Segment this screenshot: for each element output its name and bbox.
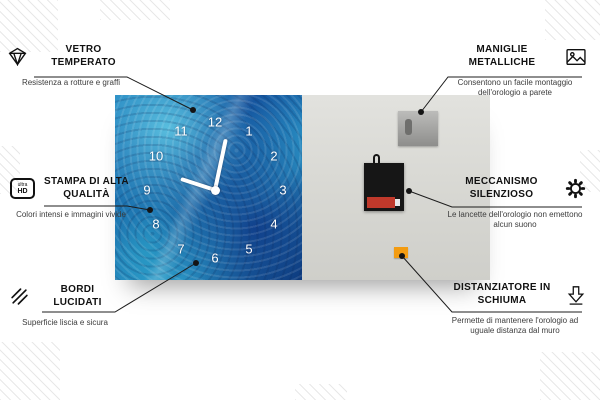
callout-title: MECCANISMO SILENZIOSO — [465, 176, 538, 200]
hanger-slot — [405, 119, 412, 135]
clock-number: 9 — [143, 182, 151, 198]
callout-metal-handles: MANIGLIE METALLICHE Consentono un facile… — [444, 44, 586, 99]
corner-stripes — [0, 342, 60, 400]
clock-number: 1 — [245, 123, 253, 139]
corner-stripes — [0, 146, 20, 194]
clock-number: 2 — [270, 148, 278, 164]
callout-title: BORDI LUCIDATI — [53, 284, 102, 308]
corner-stripes — [540, 352, 600, 400]
callout-description: Consentono un facile montaggio dell'orol… — [457, 78, 573, 98]
battery — [367, 197, 395, 208]
arrow-down-icon — [566, 285, 586, 305]
callout-silent-mechanism: MECCANISMO SILENZIOSO — [444, 176, 586, 231]
corner-stripes — [0, 0, 58, 52]
callout-foam-spacer: DISTANZIATORE IN SCHIUMA Permette di man… — [444, 282, 586, 337]
clock-number: 8 — [152, 216, 160, 232]
callout-description: Permette di mantenere l'orologio ad ugua… — [451, 316, 579, 336]
clock-number: 12 — [207, 114, 223, 130]
corner-stripes — [580, 150, 600, 192]
clock-number: 4 — [270, 216, 278, 232]
callout-print-quality: ultra HD STAMPA DI ALTA QUALITÀ Colori i… — [10, 176, 132, 220]
clock-back-panel — [302, 95, 490, 280]
clock-number: 10 — [148, 148, 164, 164]
corner-stripes — [295, 384, 347, 400]
hd-label: HD — [17, 187, 28, 195]
clock-front-face: 12 1 2 3 4 5 6 7 8 9 10 11 — [115, 95, 302, 280]
callout-description: Resistenza a rotture e graffi — [21, 78, 121, 87]
callout-tempered-glass: VETRO TEMPERATO Resistenza a rotture e g… — [8, 44, 134, 88]
clock-mechanism — [364, 154, 404, 211]
clock-number: 11 — [174, 123, 188, 139]
clock-number: 6 — [211, 250, 219, 266]
picture-frame-icon — [566, 48, 586, 66]
polished-edge-icon — [10, 287, 29, 306]
product-wall-clock: 12 1 2 3 4 5 6 7 8 9 10 11 — [115, 95, 490, 280]
minute-hand — [213, 138, 228, 191]
diamond-icon — [8, 47, 27, 66]
gear-icon — [565, 178, 586, 199]
foam-spacer — [394, 247, 408, 258]
hanger-hook — [373, 154, 380, 164]
corner-stripes — [545, 0, 600, 40]
callout-title: STAMPA DI ALTA QUALITÀ — [44, 176, 129, 200]
callout-description: Le lancette dell'orologio non emettono a… — [447, 210, 583, 230]
clock-center-hub — [211, 186, 220, 195]
ultra-hd-icon: ultra HD — [10, 178, 35, 199]
callout-title: VETRO TEMPERATO — [51, 44, 116, 68]
battery-tip — [395, 199, 400, 206]
corner-stripes — [100, 0, 170, 20]
clock-number: 5 — [245, 241, 253, 257]
ultra-label: ultra — [17, 181, 28, 188]
callout-title: DISTANZIATORE IN SCHIUMA — [453, 282, 551, 306]
clock-number: 3 — [279, 182, 287, 198]
metal-hanger-plate — [398, 111, 438, 146]
callout-title: MANIGLIE METALLICHE — [468, 44, 536, 68]
callout-description: Colori intensi e immagini vivide — [16, 210, 126, 219]
callout-polished-edges: BORDI LUCIDATI Superficie liscia e sicur… — [10, 284, 120, 328]
callout-description: Superficie liscia e sicura — [22, 318, 108, 327]
clock-number: 7 — [177, 241, 185, 257]
